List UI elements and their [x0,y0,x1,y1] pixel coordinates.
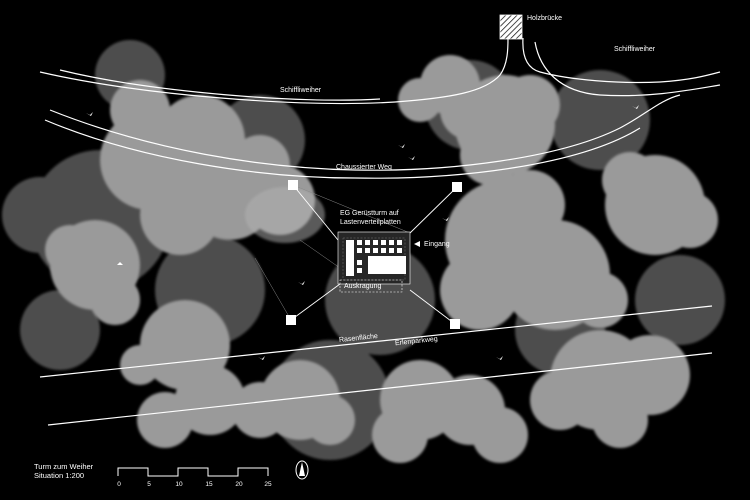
anchor-points [286,180,462,329]
north-arrow-icon [295,460,309,480]
label-chaussierter-weg: Chaussierter Weg [336,164,392,171]
plan-title-line1: Turm zum Weiher [34,462,94,471]
label-holzbruecke: Holzbrücke [527,15,563,22]
pond-edge-lines [39,37,721,179]
bridge [499,14,523,40]
label-schiffliweiher-left: Schiffliweiher [280,87,322,94]
scale-tick-25: 25 [264,481,272,488]
plan-title-line2: Situation 1:200 [34,471,85,480]
label-auskragung: Auskragung [344,283,382,290]
label-eg-geruestturm: EG Gerüstturm auf [340,210,399,217]
guy-lines [290,184,458,325]
bird-icon [86,105,639,360]
path-lines [39,305,713,426]
label-schiffliweiher-right: Schiffliweiher [614,46,656,53]
label-eingang: Eingang [424,241,450,248]
scale-tick-0: 0 [117,481,121,488]
label-lastenverteilplatten: Lastenverteilplatten [340,219,401,226]
tree-canopy [45,55,718,463]
tower-footprint [337,231,420,293]
scale-tick-10: 10 [175,481,183,488]
scale-tick-20: 20 [235,481,243,488]
scale-tick-15: 15 [205,481,213,488]
scale-bar [117,467,269,477]
light-patch [245,187,325,243]
plan-title: Turm zum Weiher Situation 1:200 [34,462,93,480]
guide-lines [254,184,411,321]
scale-tick-5: 5 [147,481,151,488]
